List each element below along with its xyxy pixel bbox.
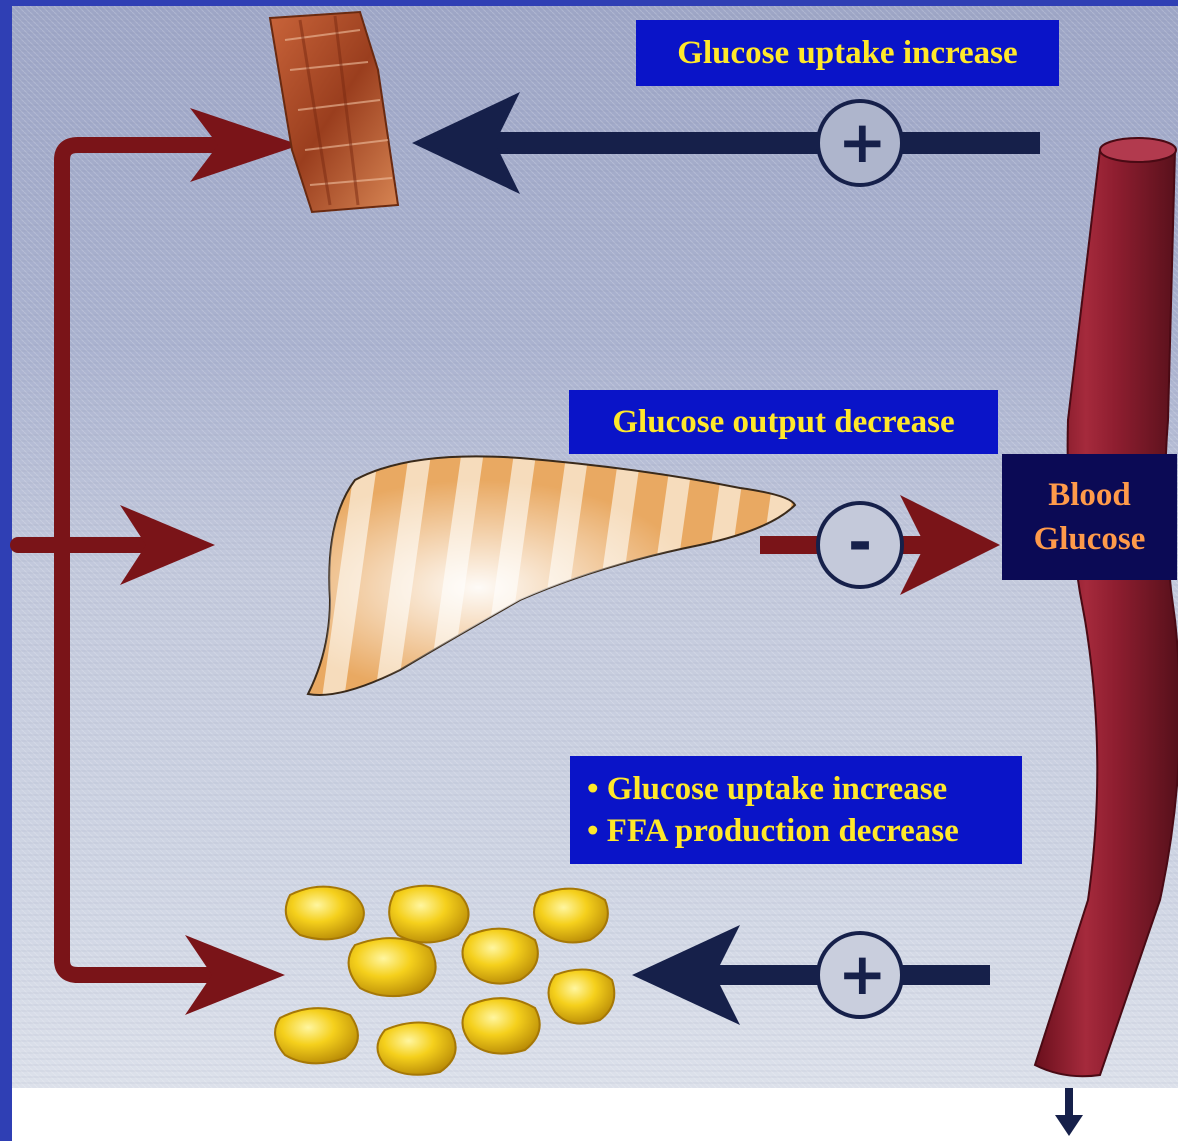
blood-glucose-line: Blood [1002, 473, 1177, 517]
slide-frame-top [0, 0, 1178, 6]
liver-effect-label: Glucose output decrease [569, 390, 998, 454]
slide-frame-left [0, 0, 12, 1141]
bottom-white-band [0, 1088, 1178, 1141]
plus-sign-icon: + [838, 944, 882, 1004]
blood-glucose-label: Blood Glucose [1002, 454, 1177, 580]
plus-sign-icon: + [838, 112, 882, 172]
adipose-effect-line: • Glucose uptake increase [587, 768, 1022, 810]
blood-glucose-line: Glucose [1002, 517, 1177, 561]
minus-sign-icon: - [838, 512, 882, 572]
muscle-effect-label: Glucose uptake increase [636, 20, 1059, 86]
adipose-effect-label: • Glucose uptake increase • FFA producti… [570, 756, 1022, 864]
adipose-effect-line: • FFA production decrease [587, 810, 1022, 852]
